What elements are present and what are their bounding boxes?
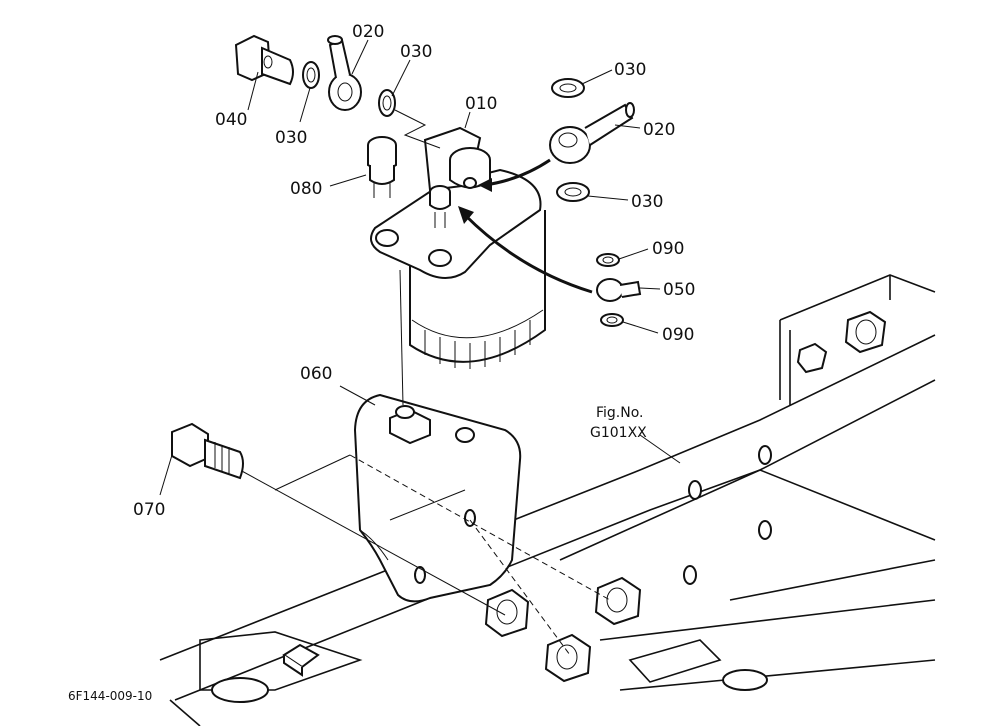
label-090-upper: 090 xyxy=(652,239,684,259)
label-010: 010 xyxy=(465,94,497,114)
banjo-fitting-020-right xyxy=(549,102,635,164)
label-030-lower-right: 030 xyxy=(631,192,663,212)
bracket-nut-1 xyxy=(484,588,530,638)
washer-090-upper xyxy=(596,253,620,267)
arrow-curve-lower xyxy=(463,213,593,294)
leader-lines xyxy=(159,39,681,496)
label-070: 070 xyxy=(133,500,165,520)
washer-090-lower xyxy=(600,313,624,327)
label-080: 080 xyxy=(290,179,322,199)
label-030-left: 030 xyxy=(275,128,307,148)
frame-nut-small xyxy=(796,342,828,374)
square-nut xyxy=(282,643,320,677)
label-030-upper-right: 030 xyxy=(614,60,646,80)
fig-ref-line2: G101XX xyxy=(590,425,647,441)
label-060: 060 xyxy=(300,364,332,384)
alignment-line xyxy=(469,519,571,656)
banjo-fitting-020-top xyxy=(327,35,362,111)
alignment-line xyxy=(274,454,351,491)
bolt-070 xyxy=(171,422,244,480)
arrow-head-upper xyxy=(478,178,492,192)
label-090-lower: 090 xyxy=(662,325,694,345)
fuel-filter-010 xyxy=(370,126,546,369)
fitting-050 xyxy=(596,278,642,302)
washer-030-left xyxy=(302,61,320,89)
label-030-top: 030 xyxy=(400,42,432,62)
label-050: 050 xyxy=(663,280,695,300)
washer-030-lower-right xyxy=(556,182,590,202)
alignment-line xyxy=(239,469,506,616)
chassis-frame xyxy=(159,274,936,726)
washer-030-right xyxy=(378,89,396,117)
bracket-nut-2 xyxy=(594,576,642,626)
label-020-right: 020 xyxy=(643,120,675,140)
label-040: 040 xyxy=(215,110,247,130)
arrow-head-lower xyxy=(458,206,474,224)
alignment-line xyxy=(399,269,404,406)
label-020-top: 020 xyxy=(352,22,384,42)
frame-nut-top xyxy=(844,310,887,354)
banjo-bolt-040 xyxy=(234,34,294,86)
plug-080 xyxy=(367,136,397,198)
drawing-code: 6F144-009-10 xyxy=(68,689,152,703)
washer-030-upper-right xyxy=(551,78,585,98)
alignment-line xyxy=(389,489,466,521)
bracket-nut-3 xyxy=(544,633,592,683)
zigzag-connector-line xyxy=(394,109,441,149)
bracket-060 xyxy=(353,393,522,603)
fig-ref-line1: Fig.No. xyxy=(596,405,644,421)
